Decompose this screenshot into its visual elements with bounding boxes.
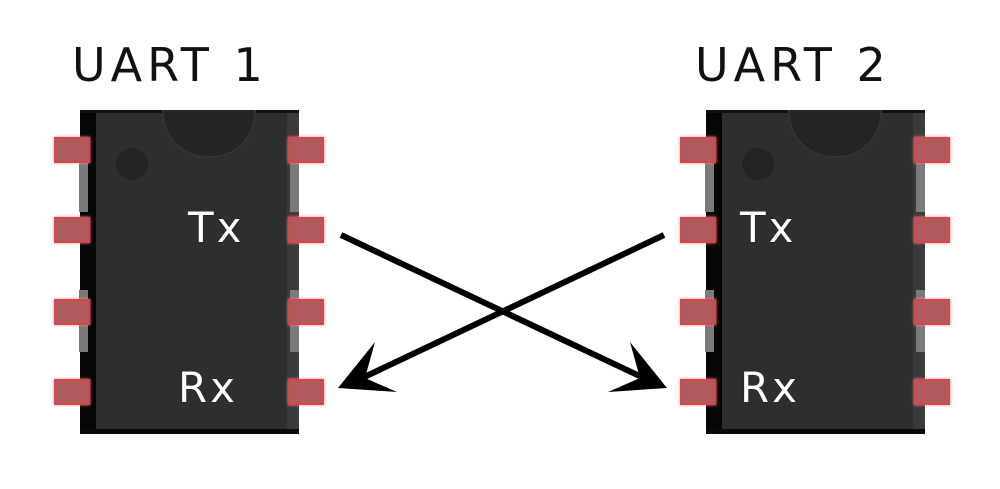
uart2-tx-pin: [680, 217, 716, 243]
uart2-rx-pin: [680, 379, 716, 405]
uart1-tx-label: Tx: [188, 203, 245, 252]
uart1-rx-label: Rx: [178, 363, 239, 412]
uart2-pin-right-2: [914, 217, 950, 243]
uart1-pin-left-2: [54, 217, 90, 243]
uart2-title: UART 2: [695, 38, 891, 92]
uart2-pin-left-1: [680, 137, 716, 163]
uart1-title: UART 1: [72, 38, 268, 92]
pin-leg: [916, 150, 925, 212]
pin1-marker-dot: [742, 148, 774, 180]
uart2-pin-left-3: [680, 299, 716, 325]
uart2-pin-right-4: [914, 379, 950, 405]
uart1-pin-left-3: [54, 299, 90, 325]
uart2-rx-label: Rx: [740, 363, 801, 412]
pin-leg: [705, 150, 714, 212]
uart1-pin-right-3: [288, 299, 324, 325]
arrow-uart2-tx-to-uart1-rx: [356, 232, 666, 383]
uart1-tx-pin: [288, 217, 324, 243]
arrow-head-uart1-rx: [338, 342, 397, 392]
uart1-pin-left-4: [54, 379, 90, 405]
pin-leg: [79, 150, 88, 212]
pin-leg: [290, 150, 299, 212]
uart1-pin-right-1: [288, 137, 324, 163]
pin1-marker-dot: [116, 148, 148, 180]
arrow-uart1-tx-to-uart2-rx: [339, 232, 650, 383]
arrow-head-uart2-rx: [608, 342, 667, 392]
uart1-rx-pin: [288, 379, 324, 405]
uart1-pin-left-1: [54, 137, 90, 163]
uart2-pin-right-1: [914, 137, 950, 163]
uart2-tx-label: Tx: [740, 203, 797, 252]
uart2-pin-right-3: [914, 299, 950, 325]
